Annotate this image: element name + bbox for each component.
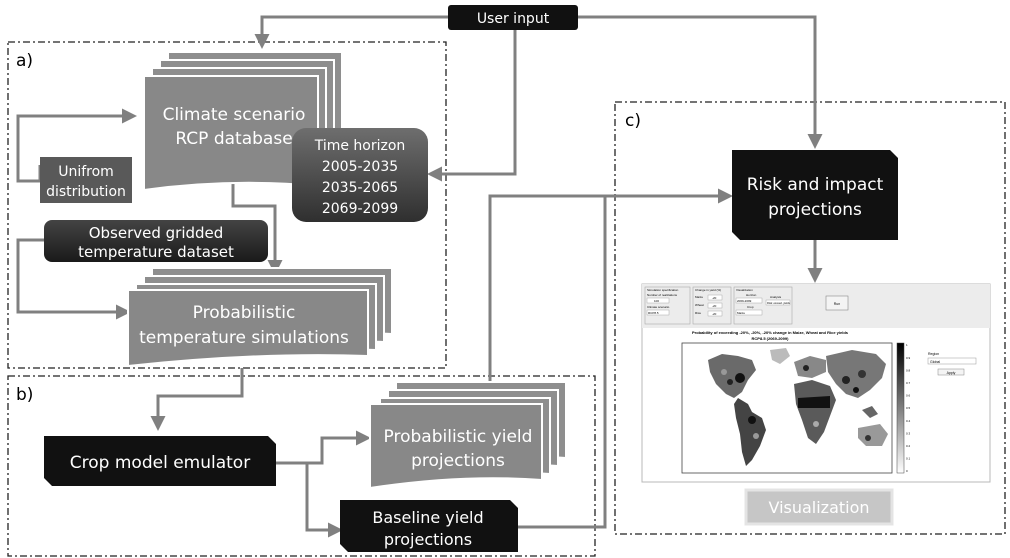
analysis-value: Risk: exceed. yields bbox=[767, 301, 791, 305]
risk-line2: projections bbox=[768, 200, 862, 220]
colorbar-tick-label: 0 bbox=[906, 469, 908, 473]
colorbar-ticks: 1 0.9 0.8 0.7 0.6 0.5 0.4 0.3 0.2 0.1 0 bbox=[906, 343, 911, 473]
prob-temp-line2: temperature simulations bbox=[139, 328, 349, 348]
prob-yield-box: Probabilistic yield projections bbox=[369, 381, 567, 490]
horizon-value: 2069-2099 bbox=[737, 299, 752, 303]
apply-button-label: Apply bbox=[947, 371, 956, 375]
time-horizon-line4: 2069-2099 bbox=[322, 201, 398, 217]
section-b-label: b) bbox=[16, 385, 33, 405]
section-a-frame bbox=[7, 41, 447, 369]
sim-spec-panel bbox=[644, 286, 691, 325]
section-b-frame bbox=[7, 375, 596, 557]
change-yield-title: Change in yield (%) bbox=[695, 288, 721, 292]
num-realizations-value: 100 bbox=[654, 299, 659, 303]
region-value: Global bbox=[930, 360, 940, 364]
prob-temperature-box: Probabilistic temperature simulations bbox=[127, 267, 393, 368]
visualization-box: Visualization bbox=[744, 488, 894, 526]
colorbar-tick-label: 0.2 bbox=[906, 444, 911, 448]
visualization-label: Visualization bbox=[768, 498, 869, 517]
run-button-label: Run bbox=[834, 302, 840, 306]
run-button[interactable] bbox=[825, 295, 849, 311]
maize-value: -20 bbox=[712, 296, 717, 300]
climate-line1: Climate scenario bbox=[163, 105, 306, 125]
analysis-label: Analysis bbox=[770, 295, 782, 299]
colorbar-tick-label: 0.9 bbox=[906, 356, 911, 360]
wheat-input[interactable] bbox=[707, 302, 723, 309]
map-title-line1: Probability of exceeding -20%, -20%, -20… bbox=[692, 330, 849, 335]
crop-emulator-box: Crop model emulator bbox=[44, 436, 276, 486]
colorbar-tick-label: 0.4 bbox=[906, 419, 911, 423]
section-c-frame bbox=[614, 101, 1006, 535]
horizon-label: Horizon bbox=[746, 293, 757, 297]
colorbar-tick-label: 0.3 bbox=[906, 431, 911, 435]
rice-label: Rice bbox=[695, 311, 701, 315]
colorbar-tick-label: 0.7 bbox=[906, 381, 911, 385]
time-horizon-box: Time horizon 2005-2035 2035-2065 2069-20… bbox=[292, 128, 428, 222]
user-input-box: User input bbox=[448, 5, 578, 30]
observed-line1: Observed gridded bbox=[89, 224, 224, 242]
wheat-value: -20 bbox=[712, 304, 717, 308]
unifrom-line2: distribution bbox=[46, 184, 126, 200]
rice-value: -20 bbox=[712, 312, 717, 316]
climate-line2: RCP database bbox=[175, 129, 292, 149]
climate-scenario-value: RCP8.5 bbox=[648, 311, 659, 315]
risk-impact-box: Risk and impact projections bbox=[732, 150, 898, 240]
baseline-line1: Baseline yield bbox=[372, 508, 483, 527]
colorbar-tick-label: 0.5 bbox=[906, 406, 911, 410]
unifrom-distribution-box: Unifrom distribution bbox=[40, 157, 132, 203]
crop-emulator-label: Crop model emulator bbox=[70, 453, 250, 473]
change-yield-panel bbox=[692, 286, 732, 325]
section-c-label: c) bbox=[625, 111, 641, 131]
prob-temp-line1: Probabilistic bbox=[193, 303, 296, 323]
observed-line2: temperature dataset bbox=[78, 243, 234, 261]
maize-label: Maize bbox=[695, 295, 703, 299]
section-a-label: a) bbox=[16, 51, 33, 71]
app-screenshot: Simulation specification Number of reali… bbox=[641, 283, 991, 483]
analysis-select[interactable] bbox=[765, 299, 791, 306]
crop-label: Crop bbox=[747, 305, 754, 309]
baseline-line2: projections bbox=[384, 530, 472, 549]
climate-scenario-field-label: Climate scenario bbox=[647, 305, 670, 309]
colorbar-tick-label: 0.1 bbox=[906, 457, 911, 461]
baseline-yield-box: Baseline yield projections bbox=[340, 500, 518, 552]
colorbar-tick-label: 0.8 bbox=[906, 368, 911, 372]
time-horizon-line3: 2035-2065 bbox=[322, 180, 398, 196]
map-title-line2: RCP8.5 (2069-2099) bbox=[752, 336, 790, 341]
horizon-select[interactable] bbox=[735, 297, 763, 304]
crop-select[interactable] bbox=[735, 309, 763, 316]
num-realizations-label: Number of realizations bbox=[647, 293, 678, 297]
connectors bbox=[16, 15, 823, 538]
rice-input[interactable] bbox=[707, 310, 723, 317]
risk-line1: Risk and impact bbox=[747, 175, 884, 195]
climate-scenario-select[interactable] bbox=[646, 309, 670, 316]
apply-button[interactable] bbox=[937, 368, 965, 376]
wheat-label: Wheat bbox=[695, 303, 704, 307]
visualization-panel bbox=[733, 286, 793, 325]
observed-dataset-box: Observed gridded temperature dataset bbox=[44, 220, 268, 262]
colorbar bbox=[896, 342, 905, 474]
prob-yield-line1: Probabilistic yield bbox=[384, 427, 533, 447]
time-horizon-line2: 2005-2035 bbox=[322, 159, 398, 175]
prob-yield-line2: projections bbox=[411, 451, 505, 471]
region-select[interactable] bbox=[927, 357, 977, 365]
maize-input[interactable] bbox=[707, 294, 723, 301]
world-map bbox=[708, 348, 888, 466]
colorbar-tick-label: 0.6 bbox=[906, 394, 911, 398]
unifrom-line1: Unifrom bbox=[58, 164, 114, 180]
sim-spec-title: Simulation specification bbox=[647, 288, 679, 292]
visualization-panel-title: Visualization bbox=[736, 288, 753, 292]
user-input-label: User input bbox=[477, 11, 550, 27]
num-realizations-input[interactable] bbox=[646, 297, 670, 304]
colorbar-tick-label: 1 bbox=[906, 343, 908, 347]
time-horizon-line1: Time horizon bbox=[314, 138, 406, 154]
region-label: Region bbox=[928, 352, 939, 356]
crop-value: Maize bbox=[737, 311, 745, 315]
